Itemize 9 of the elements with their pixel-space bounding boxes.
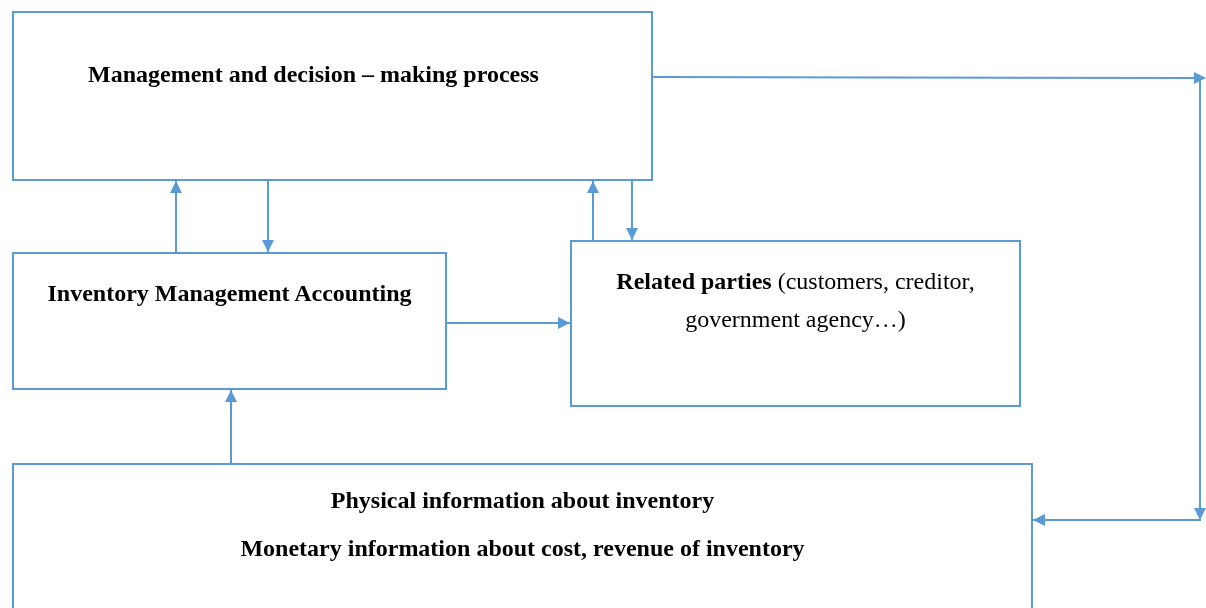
process-box — [12, 463, 1033, 608]
process-box — [570, 240, 1021, 407]
node-title: Physical information about inventory — [329, 486, 716, 515]
node-label: Related parties (customers, creditor, government agency…) — [615, 267, 976, 334]
process-box — [12, 252, 447, 390]
node-title: Management and decision – making process — [87, 60, 540, 89]
process-box — [12, 11, 653, 181]
node-title: Monetary information about cost, revenue of inventory — [239, 534, 806, 563]
node-title: Inventory Management Accounting — [46, 279, 413, 308]
